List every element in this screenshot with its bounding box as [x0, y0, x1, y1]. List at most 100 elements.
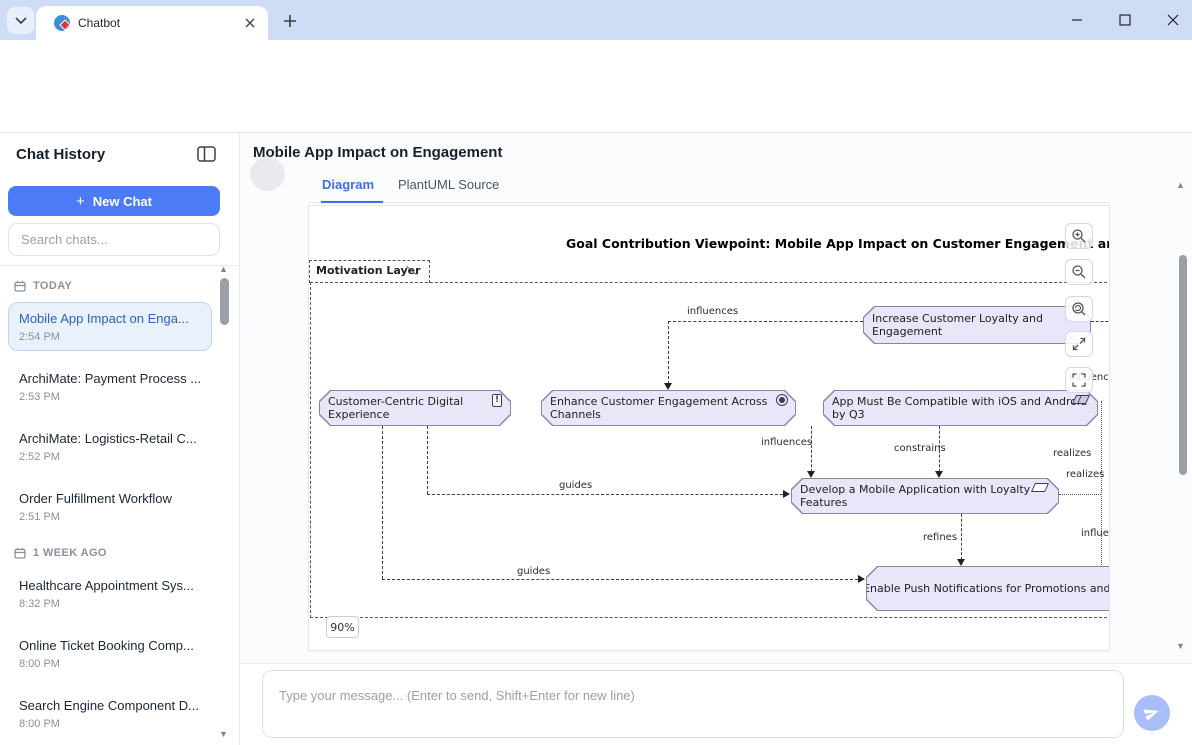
chat-item-title: Mobile App Impact on Enga... — [19, 311, 189, 326]
tab-search-chevron-button[interactable] — [7, 7, 34, 34]
node-border: Enhance Customer Engagement Across Chann… — [541, 390, 796, 426]
goal-icon — [776, 394, 788, 406]
minimize-button[interactable] — [1068, 11, 1086, 29]
chat-item-time: 2:51 PM — [19, 511, 60, 523]
edge-line — [382, 579, 858, 580]
fit-to-screen-button[interactable] — [1065, 367, 1093, 393]
chat-item[interactable]: ArchiMate: Logistics-Retail C... 2:52 PM — [8, 422, 212, 471]
send-button[interactable] — [1134, 695, 1170, 731]
node-border: Develop a Mobile Application with Loyalt… — [791, 478, 1059, 514]
chat-scroll-up-arrow[interactable]: ▲ — [1176, 180, 1185, 190]
node-label: Develop a Mobile Application with Loyalt… — [800, 483, 1031, 509]
chat-item-title: Order Fulfillment Workflow — [19, 491, 172, 506]
group-header-week-ago: 1 WEEK AGO — [14, 547, 212, 559]
node-goal-increase-loyalty: Increase Customer Loyalty and Engagement — [864, 307, 1090, 343]
tab-diagram[interactable]: Diagram — [322, 177, 375, 192]
edge-label: influences — [761, 437, 813, 448]
edge-line — [427, 494, 783, 495]
arrowhead — [664, 383, 672, 390]
plus-icon: + — [76, 192, 85, 210]
edge-line-dotted — [1109, 411, 1110, 536]
new-tab-button[interactable] — [278, 9, 302, 33]
edge-line — [811, 426, 812, 472]
chat-item-title: Search Engine Component D... — [19, 698, 199, 713]
view-tabs: Diagram PlantUML Source — [308, 177, 1110, 203]
sidebar-title: Chat History — [16, 146, 106, 163]
node-label: Enable Push Notifications for Promotions… — [863, 582, 1110, 595]
chevron-down-icon — [14, 16, 27, 24]
page-title: Mobile App Impact on Engagement — [253, 144, 503, 161]
edge-label: influences — [687, 306, 739, 317]
sidebar: Chat History + New Chat TODAY Mobile App… — [0, 133, 240, 745]
main-content: Mobile App Impact on Engagement Diagram … — [240, 133, 1192, 745]
chat-item-title: Healthcare Appointment Sys... — [19, 578, 194, 593]
chat-scrollbar-thumb[interactable] — [1179, 255, 1187, 475]
node-goal-enhance-engagement: Enhance Customer Engagement Across Chann… — [542, 391, 795, 425]
chat-item-title: ArchiMate: Payment Process ... — [19, 371, 201, 386]
search-chats-input[interactable] — [8, 223, 220, 256]
chat-item[interactable]: Order Fulfillment Workflow 2:51 PM — [8, 482, 212, 531]
arrowhead — [858, 575, 865, 583]
chat-item[interactable]: Mobile App Impact on Enga... 2:54 PM — [8, 302, 212, 351]
sidebar-scroll-down-arrow[interactable]: ▼ — [219, 729, 228, 739]
chat-item-time: 2:52 PM — [19, 451, 60, 463]
browser-toolbar: ai-toolbox.visual-paradigm.com/app/chatb… — [0, 40, 1192, 119]
edge-line-dotted — [1101, 401, 1102, 593]
edge-label: constrains — [894, 443, 946, 454]
browser-tab[interactable]: Chatbot — [36, 6, 268, 40]
zoom-in-button[interactable] — [1065, 223, 1093, 249]
edge-line — [961, 514, 962, 560]
divider — [0, 265, 239, 266]
edge-label: realizes — [1053, 448, 1092, 459]
node-principle-customer-centric: Customer-Centric Digital Experience — [320, 391, 510, 425]
close-window-button[interactable] — [1164, 11, 1182, 29]
window-controls — [1068, 0, 1182, 40]
tab-close-icon[interactable] — [242, 15, 258, 31]
node-label: Increase Customer Loyalty and Engagement — [872, 312, 1043, 338]
maximize-button[interactable] — [1116, 11, 1134, 29]
message-composer — [240, 663, 1192, 745]
assistant-avatar — [250, 157, 285, 191]
motivation-layer-group — [310, 282, 1109, 618]
message-input[interactable] — [262, 670, 1124, 738]
edge-line — [1091, 321, 1109, 322]
zoom-out-button[interactable] — [1065, 259, 1093, 285]
chat-item-time: 8:32 PM — [19, 598, 60, 610]
tab-plantuml-source[interactable]: PlantUML Source — [398, 177, 500, 192]
group-label: TODAY — [33, 280, 73, 292]
sidebar-scrollbar-thumb[interactable] — [220, 278, 229, 325]
chat-item[interactable]: Search Engine Component D... 8:00 PM — [8, 689, 212, 738]
sidebar-scroll-up-arrow[interactable]: ▲ — [219, 264, 228, 274]
tab-title: Chatbot — [78, 16, 121, 30]
browser-tabstrip: Chatbot — [0, 0, 1192, 40]
node-border: Enable Push Notifications for Promotions… — [866, 566, 1110, 611]
fullscreen-button[interactable] — [1065, 331, 1093, 357]
node-label: Enhance Customer Engagement Across Chann… — [550, 395, 768, 421]
chat-item[interactable]: ArchiMate: Payment Process ... 2:53 PM — [8, 362, 212, 411]
chat-scroll-down-arrow[interactable]: ▼ — [1176, 641, 1185, 651]
chat-item-time: 2:53 PM — [19, 391, 60, 403]
zoom-level-badge: 90% — [326, 616, 359, 638]
node-label: Customer-Centric Digital Experience — [328, 395, 464, 421]
group-header-today: TODAY — [14, 280, 212, 292]
edge-label: realizes — [1066, 469, 1105, 480]
motivation-layer-label: Motivation Layer — [309, 260, 430, 283]
node-enable-push-notifications: Enable Push Notifications for Promotions… — [867, 567, 1110, 610]
diagram-title: Goal Contribution Viewpoint: Mobile App … — [566, 236, 1110, 251]
new-chat-button[interactable]: + New Chat — [8, 186, 220, 216]
edge-label: influe — [1081, 528, 1109, 539]
collapse-sidebar-icon[interactable] — [197, 146, 217, 164]
node-border: App Must Be Compatible with iOS and Andr… — [823, 390, 1098, 426]
chat-item-time: 2:54 PM — [19, 331, 60, 343]
reset-zoom-button[interactable] — [1065, 296, 1093, 322]
arrowhead — [957, 559, 965, 566]
node-border: Customer-Centric Digital Experience ! — [319, 390, 511, 426]
app-header: Chatbot Powered by Visual Paradigm More … — [0, 85, 1192, 211]
edge-line-dotted — [1059, 494, 1101, 495]
edge-line — [668, 321, 669, 384]
site-favicon-icon — [54, 15, 71, 31]
chat-item[interactable]: Healthcare Appointment Sys... 8:32 PM — [8, 569, 212, 618]
chat-item[interactable]: Online Ticket Booking Comp... 8:00 PM — [8, 629, 212, 678]
chat-item-time: 8:00 PM — [19, 718, 60, 730]
